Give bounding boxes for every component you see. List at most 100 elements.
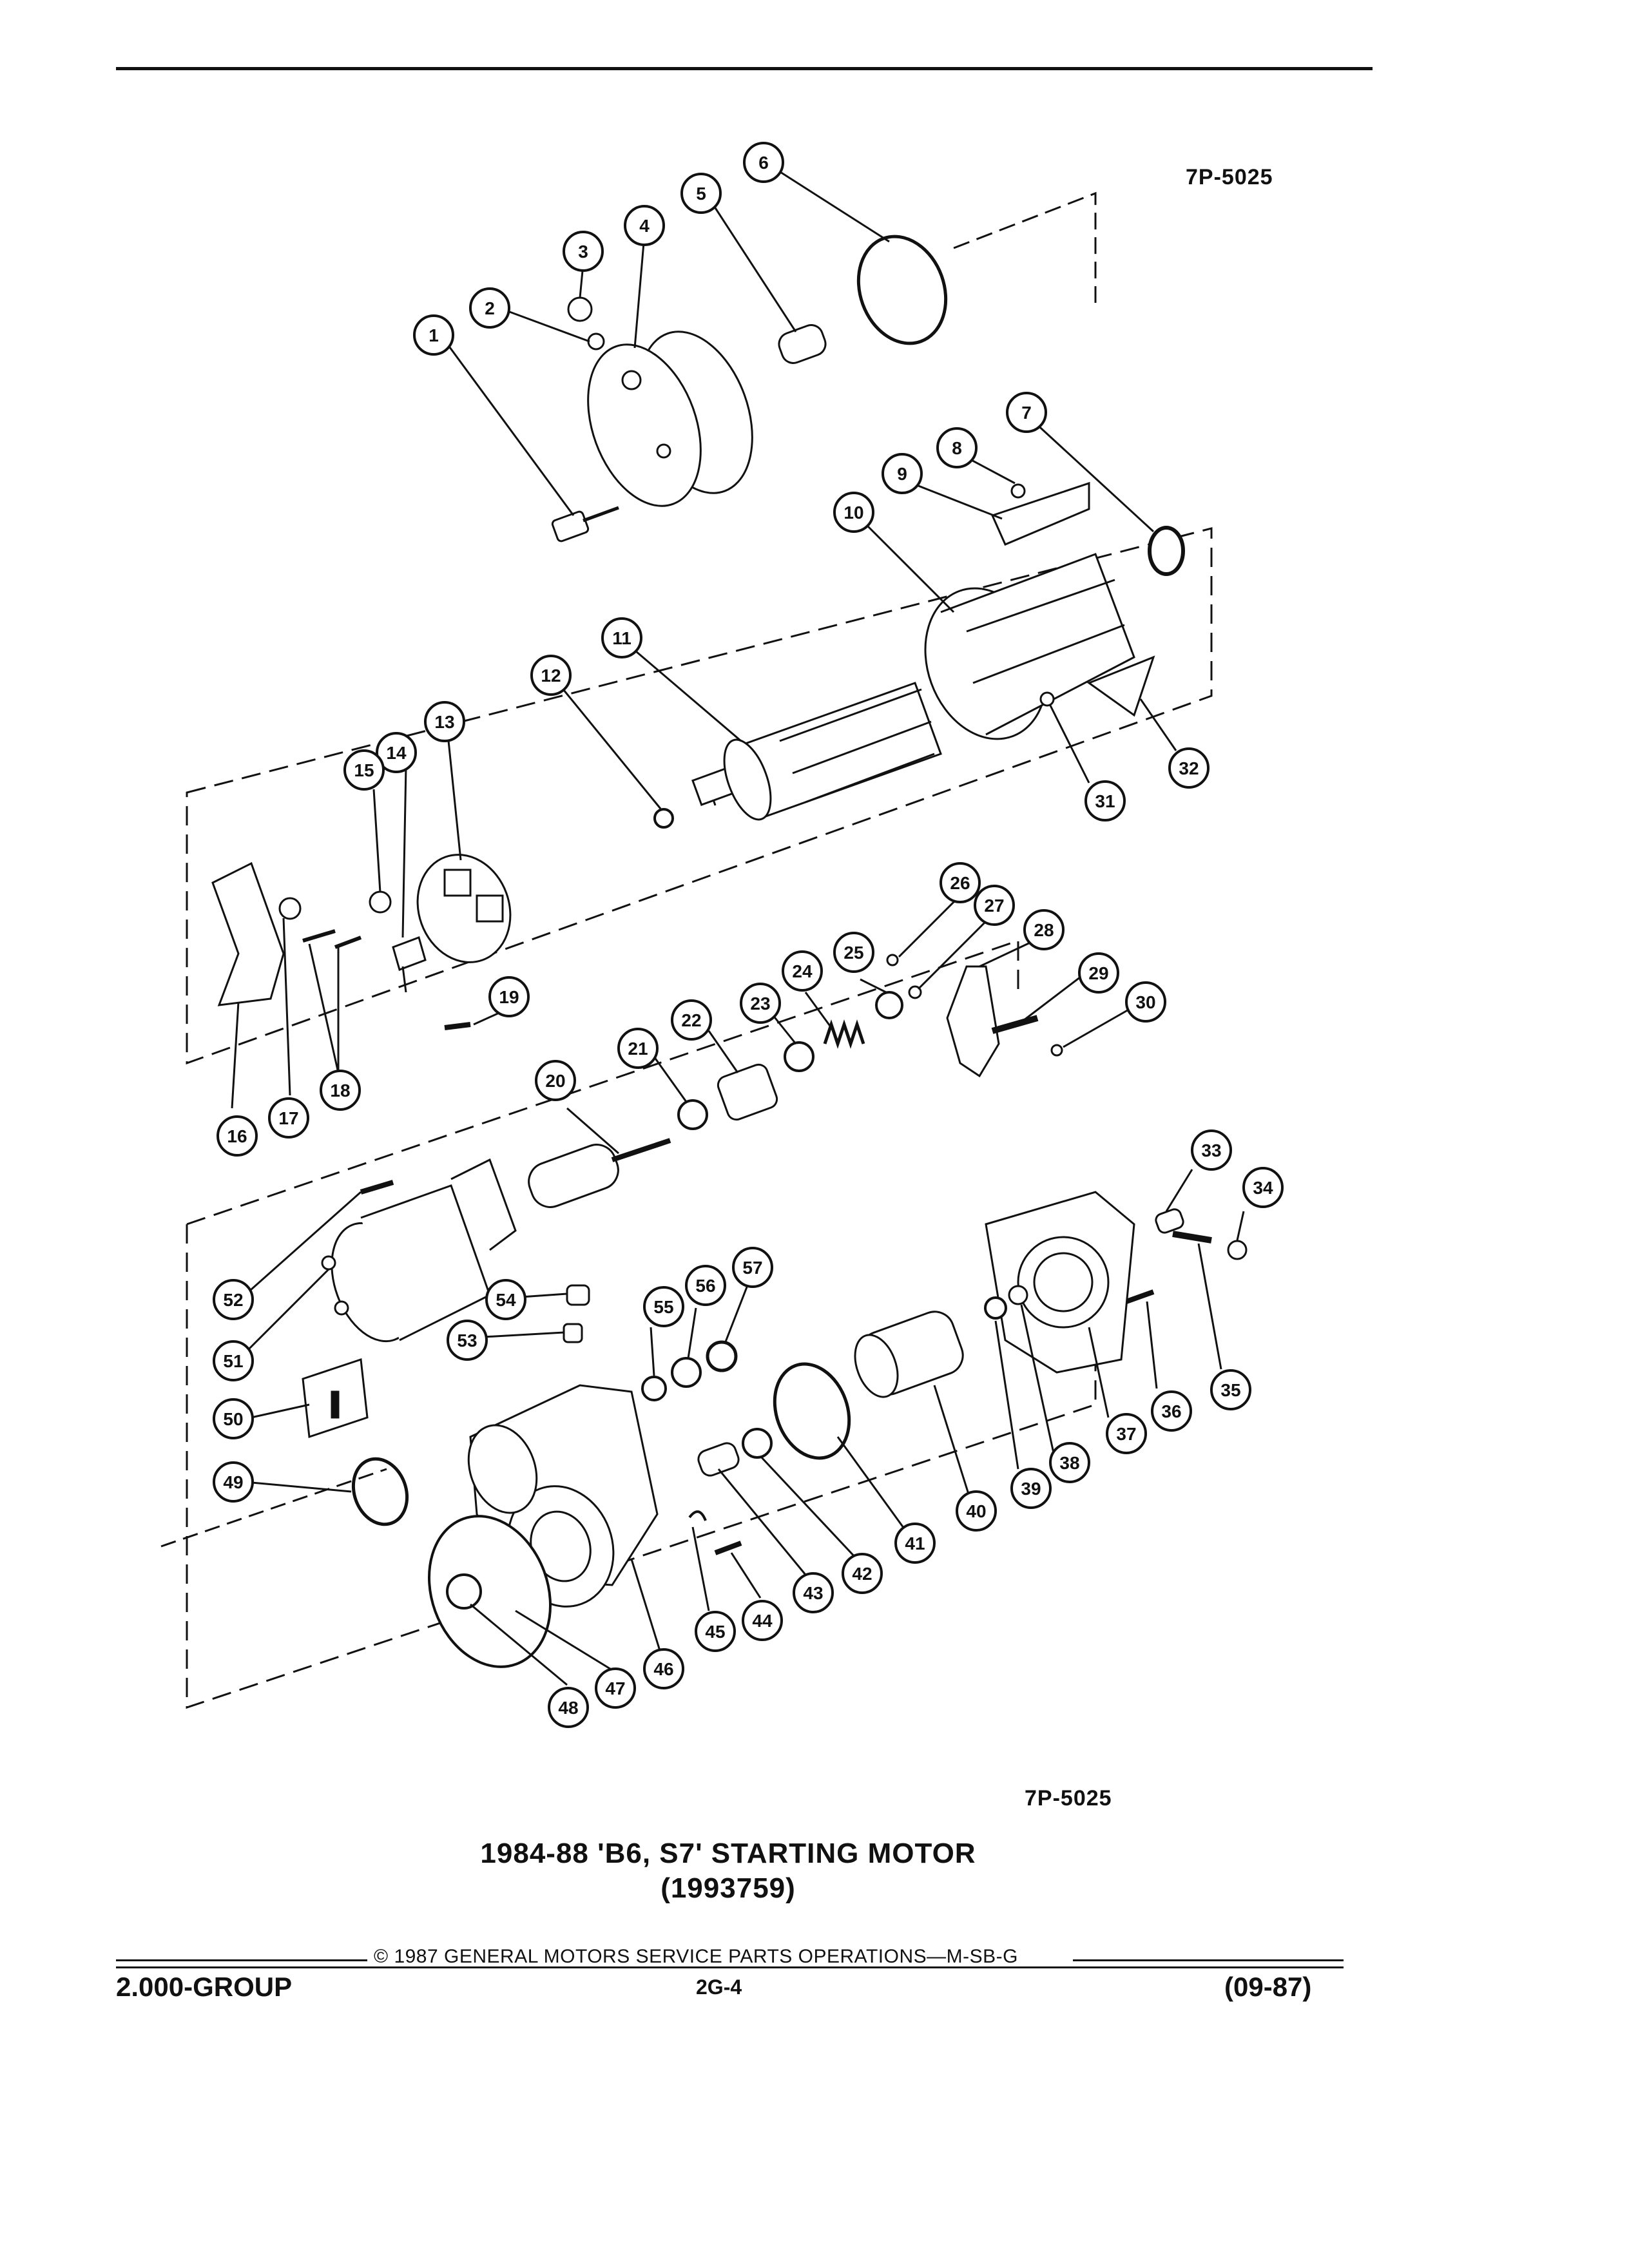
callout-label: 31 xyxy=(1095,791,1115,811)
callout-circle xyxy=(535,1060,576,1101)
callout-23: 23 xyxy=(740,983,781,1024)
callout-label: 22 xyxy=(681,1010,701,1030)
part-bushing-53 xyxy=(563,1323,583,1343)
callout-20: 20 xyxy=(535,1060,576,1101)
callout-4: 4 xyxy=(624,205,665,246)
callout-37: 37 xyxy=(1106,1413,1147,1454)
callout-label: 48 xyxy=(558,1698,578,1718)
callout-34: 34 xyxy=(1242,1167,1284,1208)
callout-label: 33 xyxy=(1201,1140,1221,1160)
part-washer-25 xyxy=(875,991,903,1019)
revision-date: (09-87) xyxy=(1224,1972,1312,2002)
callout-label: 40 xyxy=(966,1501,986,1521)
part-brush-14 xyxy=(392,936,427,993)
callout-circle xyxy=(1125,981,1166,1023)
panel-outline-bottom xyxy=(186,1224,1097,1709)
part-screw-19 xyxy=(444,1022,471,1030)
callout-circle xyxy=(671,999,712,1041)
callout-circle xyxy=(413,314,454,356)
callout-circle xyxy=(343,749,385,791)
part-bolt-44 xyxy=(714,1541,742,1555)
callout-label: 50 xyxy=(223,1409,243,1429)
callout-circle xyxy=(740,983,781,1024)
footer-rule-right xyxy=(1073,1959,1344,1961)
callout-51: 51 xyxy=(213,1340,254,1381)
callout-55: 55 xyxy=(643,1286,684,1327)
callout-5: 5 xyxy=(680,173,722,214)
part-plug-34 xyxy=(1227,1240,1248,1260)
part-pin-35 xyxy=(1172,1231,1212,1244)
top-rule xyxy=(116,67,1373,70)
callout-circle xyxy=(1151,1390,1192,1432)
callout-circle xyxy=(1010,1468,1052,1509)
callout-1: 1 xyxy=(413,314,454,356)
callout-6: 6 xyxy=(743,142,784,183)
callout-label: 51 xyxy=(223,1351,243,1371)
panel-outline-top xyxy=(953,191,1097,303)
callout-circle xyxy=(624,205,665,246)
part-washer-23 xyxy=(784,1041,815,1072)
callout-label: 1 xyxy=(429,325,439,345)
leader-lines xyxy=(231,166,1245,1686)
part-bushing-43 xyxy=(697,1442,740,1477)
callout-circle xyxy=(1106,1413,1147,1454)
callout-label: 24 xyxy=(792,961,813,981)
part-brush-holder-13 xyxy=(416,854,512,963)
callout-31: 31 xyxy=(1084,780,1126,822)
callout-label: 12 xyxy=(541,666,561,686)
callout-circle xyxy=(742,1600,783,1641)
callout-label: 37 xyxy=(1116,1424,1136,1444)
part-plunger-20 xyxy=(528,1138,671,1208)
callout-57: 57 xyxy=(732,1247,773,1288)
callout-label: 14 xyxy=(386,743,407,763)
part-bushing-5 xyxy=(778,324,827,364)
callout-43: 43 xyxy=(793,1572,834,1613)
callout-circle xyxy=(1210,1369,1251,1410)
callout-40: 40 xyxy=(956,1490,997,1532)
part-screw-31 xyxy=(1039,691,1055,707)
callout-26: 26 xyxy=(940,862,981,903)
callout-label: 42 xyxy=(852,1564,872,1584)
group-number: 2.000-GROUP xyxy=(116,1972,293,2002)
part-spring-24 xyxy=(823,1019,865,1049)
part-washer-42 xyxy=(742,1428,773,1459)
callout-label: 41 xyxy=(905,1533,925,1553)
part-solenoid-51 xyxy=(321,1158,517,1343)
callout-circle xyxy=(894,1523,936,1564)
figure-subtitle: (1993759) xyxy=(660,1872,796,1904)
callout-label: 38 xyxy=(1059,1453,1079,1473)
callout-18: 18 xyxy=(320,1070,361,1111)
callout-circle xyxy=(424,701,465,742)
callout-label: 8 xyxy=(952,438,962,458)
callout-circle xyxy=(268,1097,309,1139)
callout-circle xyxy=(833,492,874,533)
footer-rule-full xyxy=(116,1966,1344,1968)
callout-circle xyxy=(1023,909,1065,950)
part-clip-30 xyxy=(1050,1044,1063,1057)
part-bolt-1 xyxy=(551,506,619,543)
panel-outline-lower xyxy=(186,939,1019,1225)
page-number: 2G-4 xyxy=(696,1975,742,1999)
callout-circle xyxy=(956,1490,997,1532)
callout-circle xyxy=(1168,747,1210,789)
part-washer-56 xyxy=(671,1357,702,1388)
callout-13: 13 xyxy=(424,701,465,742)
callout-3: 3 xyxy=(563,231,604,272)
callout-15: 15 xyxy=(343,749,385,791)
callout-circle xyxy=(530,655,572,696)
callout-32: 32 xyxy=(1168,747,1210,789)
callout-label: 55 xyxy=(653,1297,673,1317)
callout-12: 12 xyxy=(530,655,572,696)
figure-title: 1984-88 'B6, S7' STARTING MOTOR xyxy=(480,1838,976,1869)
part-insulator-16 xyxy=(211,861,285,1006)
callout-53: 53 xyxy=(447,1320,488,1361)
part-shift-lever-28 xyxy=(946,965,1000,1078)
callout-50: 50 xyxy=(213,1398,254,1439)
callout-56: 56 xyxy=(685,1265,726,1306)
callout-circle xyxy=(974,885,1015,926)
part-ring-49 xyxy=(351,1457,409,1526)
part-spring-15 xyxy=(369,890,392,914)
callout-9: 9 xyxy=(882,453,923,494)
callout-circle xyxy=(743,142,784,183)
